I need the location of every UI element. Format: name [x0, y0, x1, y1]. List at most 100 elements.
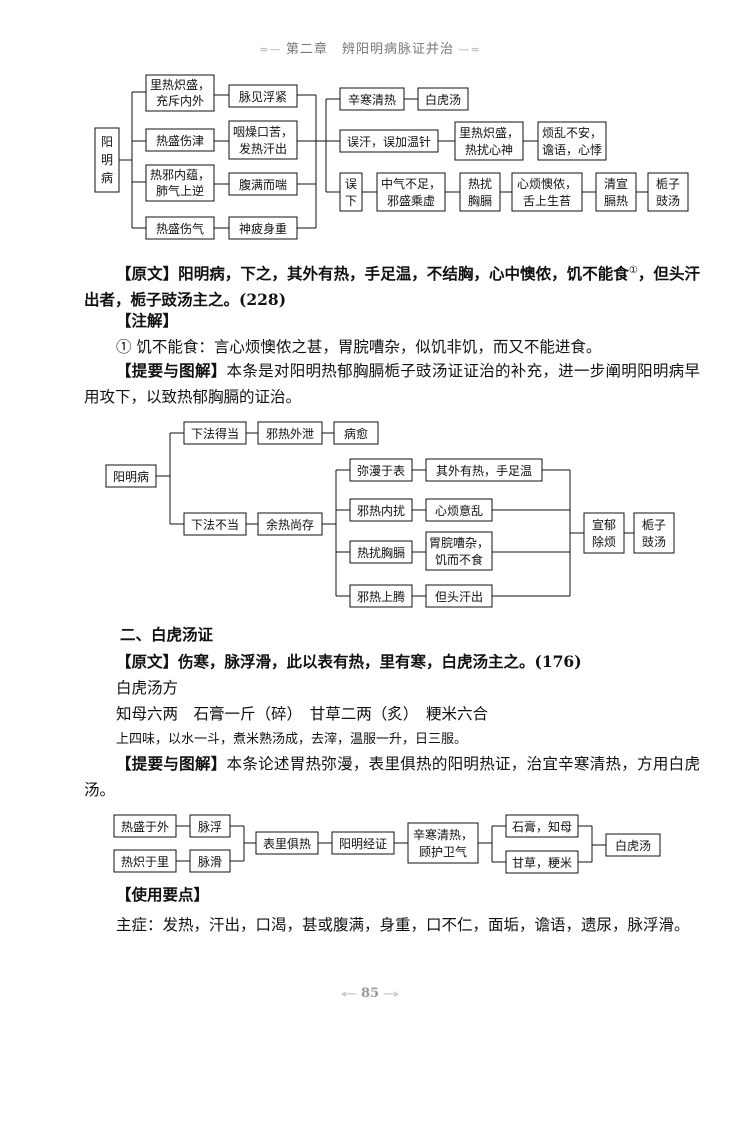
d1-r2-a-text: 误汗，误加温针	[347, 134, 431, 149]
annotation-note-1: ① 饥不能食：言心烦懊侬之甚，胃脘嘈杂，似饥非饥，而又不能进食。	[84, 334, 700, 360]
page-number: ◂— 85 —▸	[0, 986, 740, 1001]
d1-r3-f-text: 豉汤	[656, 194, 680, 208]
d2-end1-text: 宣郁	[592, 517, 616, 532]
d3-e-text: 辛寒清热，	[413, 827, 473, 842]
d1-r3-d-text: 心烦懊侬，	[517, 177, 577, 191]
header-title: 第二章 辨阳明病脉证并治	[285, 42, 454, 57]
d1-r3-b-text: 中气不足，	[381, 176, 441, 191]
d2-top-c-box	[333, 421, 379, 445]
d3-b1-text: 热炽于里	[121, 855, 169, 869]
d2-end1-text: 除烦	[592, 534, 616, 549]
d1-r2-b-text: 热扰心神	[465, 143, 513, 157]
summary-line1: 本条是对阳明热郁胸膈栀子豉汤证证治的补充，进一步阐明阳	[226, 362, 653, 380]
diagram-baihu-tang: 热盛于外 脉浮 热炽于里 脉滑 表里俱热 阳明经证 辛寒清热， 顾护卫气 石膏，…	[113, 814, 661, 874]
d3-b2-text: 脉滑	[198, 854, 222, 869]
d2-b3r-box	[425, 531, 493, 571]
formula-title-text: 白虎汤方	[116, 679, 179, 697]
header-ornament-right: —≈	[454, 43, 481, 56]
page-ornament-left: ◂—	[340, 987, 361, 1000]
d1-r3-e-box	[595, 172, 637, 212]
d1-left-text: 热盛伤气	[156, 221, 204, 236]
d2-b3-text: 热扰胸膈	[357, 545, 405, 560]
label-original-text: 【原文】	[116, 264, 179, 284]
d1-r3-d-box	[511, 172, 583, 212]
d2-top-a-text: 下法得当	[191, 426, 239, 441]
d2-b4-text: 邪热上腾	[357, 589, 405, 604]
original-text-paragraph-176: 【原文】伤寒，脉浮滑，此以表有热，里有寒，白虎汤主之。(176)	[84, 649, 700, 675]
d3-a2-text: 脉浮	[198, 819, 222, 834]
d1-left-text: 里热炽盛，	[150, 77, 210, 92]
summary-paragraph-1: 【提要与图解】本条是对阳明热郁胸膈栀子豉汤证证治的补充，进一步阐明阳明病早用攻下…	[84, 358, 700, 410]
d2-end2-text: 豉汤	[642, 535, 666, 549]
d2-bot-a-text: 下法不当	[191, 518, 239, 532]
d3-f2-text: 甘草，粳米	[512, 856, 572, 870]
d2-end1-box	[583, 512, 625, 554]
d1-mid-box	[228, 84, 298, 108]
d1-r1-b-box	[417, 87, 469, 111]
d2-end2-box	[633, 512, 675, 554]
d2-end2-text: 栀子	[642, 518, 666, 532]
d3-g-box	[605, 833, 661, 857]
summary-2-line2: 用白虎汤。	[84, 755, 700, 799]
d2-bot-b-text: 余热尚存	[266, 517, 314, 532]
d2-b3r-text: 饥而不食	[435, 552, 483, 567]
d1-left-text: 肺气上逆	[156, 183, 204, 198]
summary-line2: 明病早用攻下，以致热郁胸膈的证治。	[84, 362, 700, 406]
d1-r3-e-text: 清宣	[604, 176, 628, 191]
d1-mid-text: 脉见浮紧	[239, 89, 287, 104]
label-original-text-2: 【原文】	[116, 652, 179, 671]
d1-left-text: 热盛伤津	[156, 133, 204, 148]
d1-r3-f-text: 栀子	[656, 177, 680, 191]
label-usage: 【使用要点】	[84, 882, 700, 908]
d1-left-box	[145, 164, 215, 202]
d1-left-box	[145, 128, 215, 152]
formula-ingredients-text: 知母六两 石膏一斤（碎） 甘草二两（炙） 粳米六合	[116, 705, 489, 723]
label-annotation: 【注解】	[84, 308, 700, 334]
original-text-176: 伤寒，脉浮滑，此以表有热，里有寒，白虎汤主之。(176)	[178, 652, 582, 671]
label-summary-2: 【提要与图解】	[116, 754, 227, 773]
original-text-line2b: ，但头汗出者，栀子豉汤主之。(228)	[84, 264, 700, 310]
d1-r3-b-box	[376, 172, 446, 212]
d2-root-text: 阳明病	[113, 469, 149, 484]
page-ornament-right: —▸	[379, 987, 400, 1000]
formula-preparation: 上四味，以水一斗，煮米熟汤成，去滓，温服一升，日三服。	[84, 727, 700, 753]
formula-title: 白虎汤方	[84, 675, 700, 701]
summary-2-line1: 本条论述胃热弥漫，表里俱热的阳明热证，治宜辛寒清热，方	[226, 755, 653, 773]
section-title-baihu: 二、白虎汤证	[120, 622, 736, 648]
d2-b1r-text: 其外有热，手足温	[436, 464, 532, 478]
original-text-line1: 阳明病，下之，其外有热，手足温，不结胸，心中懊侬，饥不能	[178, 264, 614, 284]
d1-r3-d-text: 舌上生苔	[523, 194, 571, 208]
section-title-text: 二、白虎汤证	[120, 625, 214, 644]
footnote-mark: ①	[628, 265, 638, 276]
d1-mid-text: 咽燥口苦，	[233, 125, 293, 139]
usage-label: 【使用要点】	[116, 885, 210, 904]
d1-r3-e-text: 膈热	[604, 194, 628, 208]
d3-a1-text: 热盛于外	[121, 819, 169, 834]
summary-paragraph-2: 【提要与图解】本条论述胃热弥漫，表里俱热的阳明热证，治宜辛寒清热，方用白虎汤。	[84, 751, 700, 803]
usage-line1: 主症：发热，汗出，口渴，甚或腹满，身重，口不仁，面垢，谵语，遗尿，脉	[116, 916, 644, 934]
d1-left-text: 充斥内外	[156, 93, 204, 108]
usage-paragraph: 主症：发热，汗出，口渴，甚或腹满，身重，口不仁，面垢，谵语，遗尿，脉浮滑。	[84, 912, 700, 938]
d1-r1-b-text: 白虎汤	[425, 92, 461, 107]
usage-line2: 浮滑。	[643, 916, 690, 934]
d2-top-c-text: 病愈	[344, 426, 368, 441]
original-text-line2a: 食	[613, 264, 629, 284]
d1-r3-a-text: 误	[345, 177, 357, 191]
label-summary: 【提要与图解】	[116, 361, 227, 380]
d1-r2-c-text: 烦乱不安，	[542, 125, 602, 140]
d1-left-box	[145, 74, 215, 112]
d1-r3-f-box	[647, 172, 689, 212]
d2-top-b-text: 邪热外泄	[266, 427, 314, 441]
d1-mid-text: 腹满而喘	[239, 178, 287, 192]
d1-r2-b-box	[454, 121, 524, 161]
d3-f1-text: 石膏，知母	[512, 819, 572, 834]
d1-r2-c-text: 谵语，心悸	[542, 143, 602, 157]
original-text-paragraph-228: 【原文】阳明病，下之，其外有热，手足温，不结胸，心中懊侬，饥不能食①，但头汗出者…	[84, 258, 700, 313]
d1-r1-a-text: 辛寒清热	[348, 92, 396, 107]
d1-r2-c-box	[537, 121, 607, 161]
d1-mid-text: 神疲身重	[239, 221, 287, 236]
d1-r3-c-text: 胸膈	[468, 193, 492, 208]
d2-b4r-text: 但头汗出	[435, 590, 483, 604]
d2-b2-text: 邪热内扰	[357, 504, 405, 518]
d2-b2r-text: 心烦意乱	[435, 503, 483, 518]
